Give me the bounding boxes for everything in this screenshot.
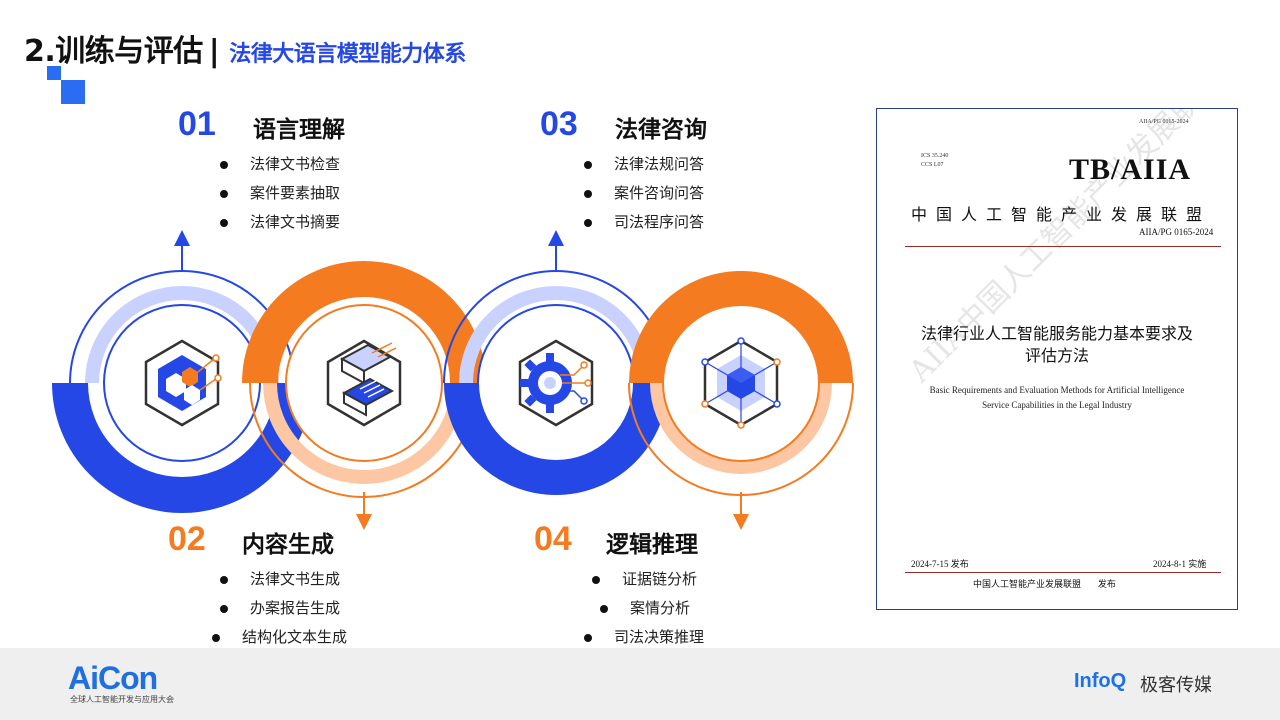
doc-organization: 中国人工智能产业发展联盟 bbox=[911, 205, 1212, 224]
list-item: 案件要素抽取 bbox=[220, 179, 340, 208]
decor-square-large bbox=[61, 80, 85, 104]
doc-footer-action: 发布 bbox=[1097, 580, 1116, 590]
doc-footer-org: 中国人工智能产业发展联盟 发布 bbox=[973, 577, 1116, 590]
list-item: 证据链分析 bbox=[592, 565, 704, 594]
list-item: 司法程序问答 bbox=[584, 208, 704, 237]
doc-footer-org-name: 中国人工智能产业发展联盟 bbox=[973, 580, 1082, 590]
list-item: 法律法规问答 bbox=[584, 150, 704, 179]
section-01-list: 法律文书检查 案件要素抽取 法律文书摘要 bbox=[220, 150, 340, 237]
aicon-logo: AiCon bbox=[68, 660, 158, 696]
section-03-title: 法律咨询 bbox=[615, 117, 707, 143]
title-separator: | bbox=[208, 34, 220, 69]
page-title: 2.训练与评估| 法律大语言模型能力体系 bbox=[24, 26, 466, 70]
standard-document-cover: AIIA中国人工智能产业发展联盟 AIIA/PG 0165-2024 ICS 3… bbox=[876, 108, 1238, 610]
footer-bar bbox=[0, 648, 1280, 720]
title-subtitle: 法律大语言模型能力体系 bbox=[229, 42, 466, 67]
list-item: 办案报告生成 bbox=[220, 594, 347, 623]
section-02-number: 02 bbox=[168, 520, 206, 558]
list-item: 司法决策推理 bbox=[584, 623, 704, 652]
title-main: 2.训练与评估 bbox=[24, 34, 203, 69]
section-01-title: 语言理解 bbox=[253, 117, 345, 143]
document-layers-icon bbox=[326, 339, 402, 427]
section-04-number: 04 bbox=[534, 520, 572, 558]
list-item: 结构化文本生成 bbox=[212, 623, 347, 652]
doc-divider-top bbox=[905, 246, 1221, 247]
decor-square-small bbox=[47, 66, 61, 80]
aicon-subtitle: 全球人工智能开发与应用大会 bbox=[70, 695, 174, 704]
doc-english-line1: Basic Requirements and Evaluation Method… bbox=[929, 385, 1185, 395]
doc-ics: ICS 35.240 bbox=[921, 153, 949, 159]
section-04-title: 逻辑推理 bbox=[606, 532, 698, 558]
list-item: 案情分析 bbox=[600, 594, 704, 623]
doc-title-line2: 评估方法 bbox=[1024, 346, 1089, 365]
section-03-number: 03 bbox=[540, 105, 578, 143]
infoq-logo: InfoQ bbox=[1074, 670, 1127, 692]
list-item: 法律文书摘要 bbox=[220, 208, 340, 237]
doc-standard-mark: TB/AIIA bbox=[1069, 153, 1192, 186]
cube-network-icon bbox=[701, 337, 781, 429]
doc-divider-bottom bbox=[905, 572, 1221, 573]
section-02-title: 内容生成 bbox=[242, 532, 334, 558]
gear-circuit-icon bbox=[518, 339, 594, 427]
section-02-list: 法律文书生成 办案报告生成 结构化文本生成 bbox=[212, 565, 347, 652]
geek-media-logo: 极客传媒 bbox=[1140, 675, 1212, 696]
section-04-list: 证据链分析 案情分析 司法决策推理 bbox=[584, 565, 704, 652]
section-01-number: 01 bbox=[178, 105, 216, 143]
doc-code-top: AIIA/PG 0165-2024 bbox=[1139, 119, 1189, 125]
doc-effective-date: 2024-8-1 实施 bbox=[1153, 559, 1207, 569]
hexagon-cubes-icon bbox=[144, 339, 222, 427]
doc-english-line2: Service Capabilities in the Legal Indust… bbox=[982, 400, 1132, 410]
list-item: 案件咨询问答 bbox=[584, 179, 704, 208]
list-item: 法律文书生成 bbox=[220, 565, 347, 594]
doc-code: AIIA/PG 0165-2024 bbox=[1139, 227, 1214, 237]
list-item: 法律文书检查 bbox=[220, 150, 340, 179]
doc-ccs: CCS L07 bbox=[921, 162, 944, 168]
doc-publish-date: 2024-7-15 发布 bbox=[911, 559, 969, 569]
capability-rings-diagram bbox=[52, 230, 854, 530]
doc-title-line1: 法律行业人工智能服务能力基本要求及 bbox=[920, 324, 1193, 343]
section-03-list: 法律法规问答 案件咨询问答 司法程序问答 bbox=[584, 150, 704, 237]
